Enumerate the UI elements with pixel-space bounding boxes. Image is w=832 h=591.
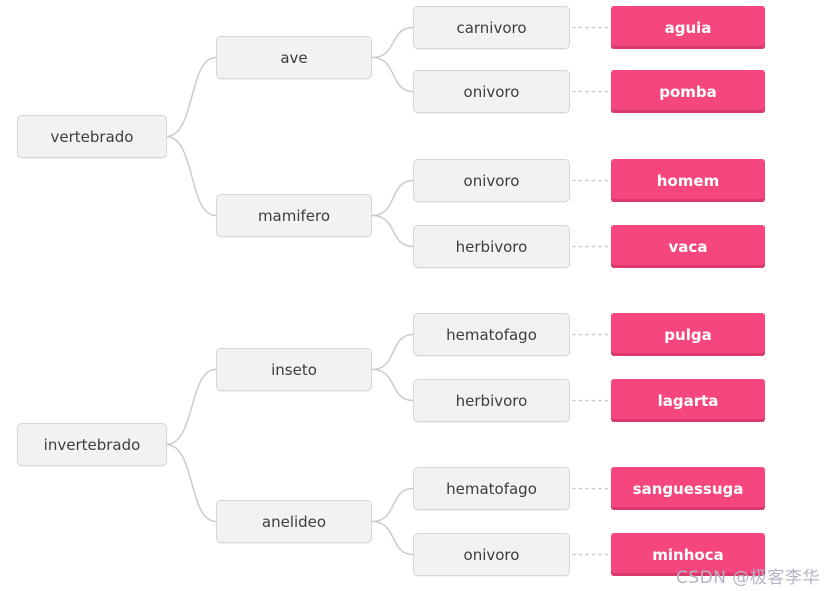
leaf-lagarta[interactable]: lagarta — [611, 379, 765, 422]
node-anelideo-hematofago[interactable]: hematofago — [413, 467, 570, 510]
csdn-watermark: CSDN @极客李华 — [676, 568, 820, 588]
node-ave[interactable]: ave — [216, 36, 372, 79]
leaf-pomba[interactable]: pomba — [611, 70, 765, 113]
leaf-connectors — [572, 26, 609, 556]
branch-connectors — [165, 26, 414, 556]
node-inseto-herbivoro[interactable]: herbivoro — [413, 379, 570, 422]
leaf-pulga[interactable]: pulga — [611, 313, 765, 356]
leaf-sanguessuga[interactable]: sanguessuga — [611, 467, 765, 510]
leaf-aguia[interactable]: aguia — [611, 6, 765, 49]
node-ave-carnivoro[interactable]: carnivoro — [413, 6, 570, 49]
node-inseto-hematofago[interactable]: hematofago — [413, 313, 570, 356]
node-mamifero[interactable]: mamifero — [216, 194, 372, 237]
leaf-vaca[interactable]: vaca — [611, 225, 765, 268]
leaf-homem[interactable]: homem — [611, 159, 765, 202]
node-invertebrado[interactable]: invertebrado — [17, 423, 167, 466]
node-mamifero-herbivoro[interactable]: herbivoro — [413, 225, 570, 268]
node-inseto[interactable]: inseto — [216, 348, 372, 391]
node-mamifero-onivoro[interactable]: onivoro — [413, 159, 570, 202]
node-anelideo[interactable]: anelideo — [216, 500, 372, 543]
node-ave-onivoro[interactable]: onivoro — [413, 70, 570, 113]
leaf-minhoca[interactable]: minhoca — [611, 533, 765, 576]
node-vertebrado[interactable]: vertebrado — [17, 115, 167, 158]
node-anelideo-onivoro[interactable]: onivoro — [413, 533, 570, 576]
